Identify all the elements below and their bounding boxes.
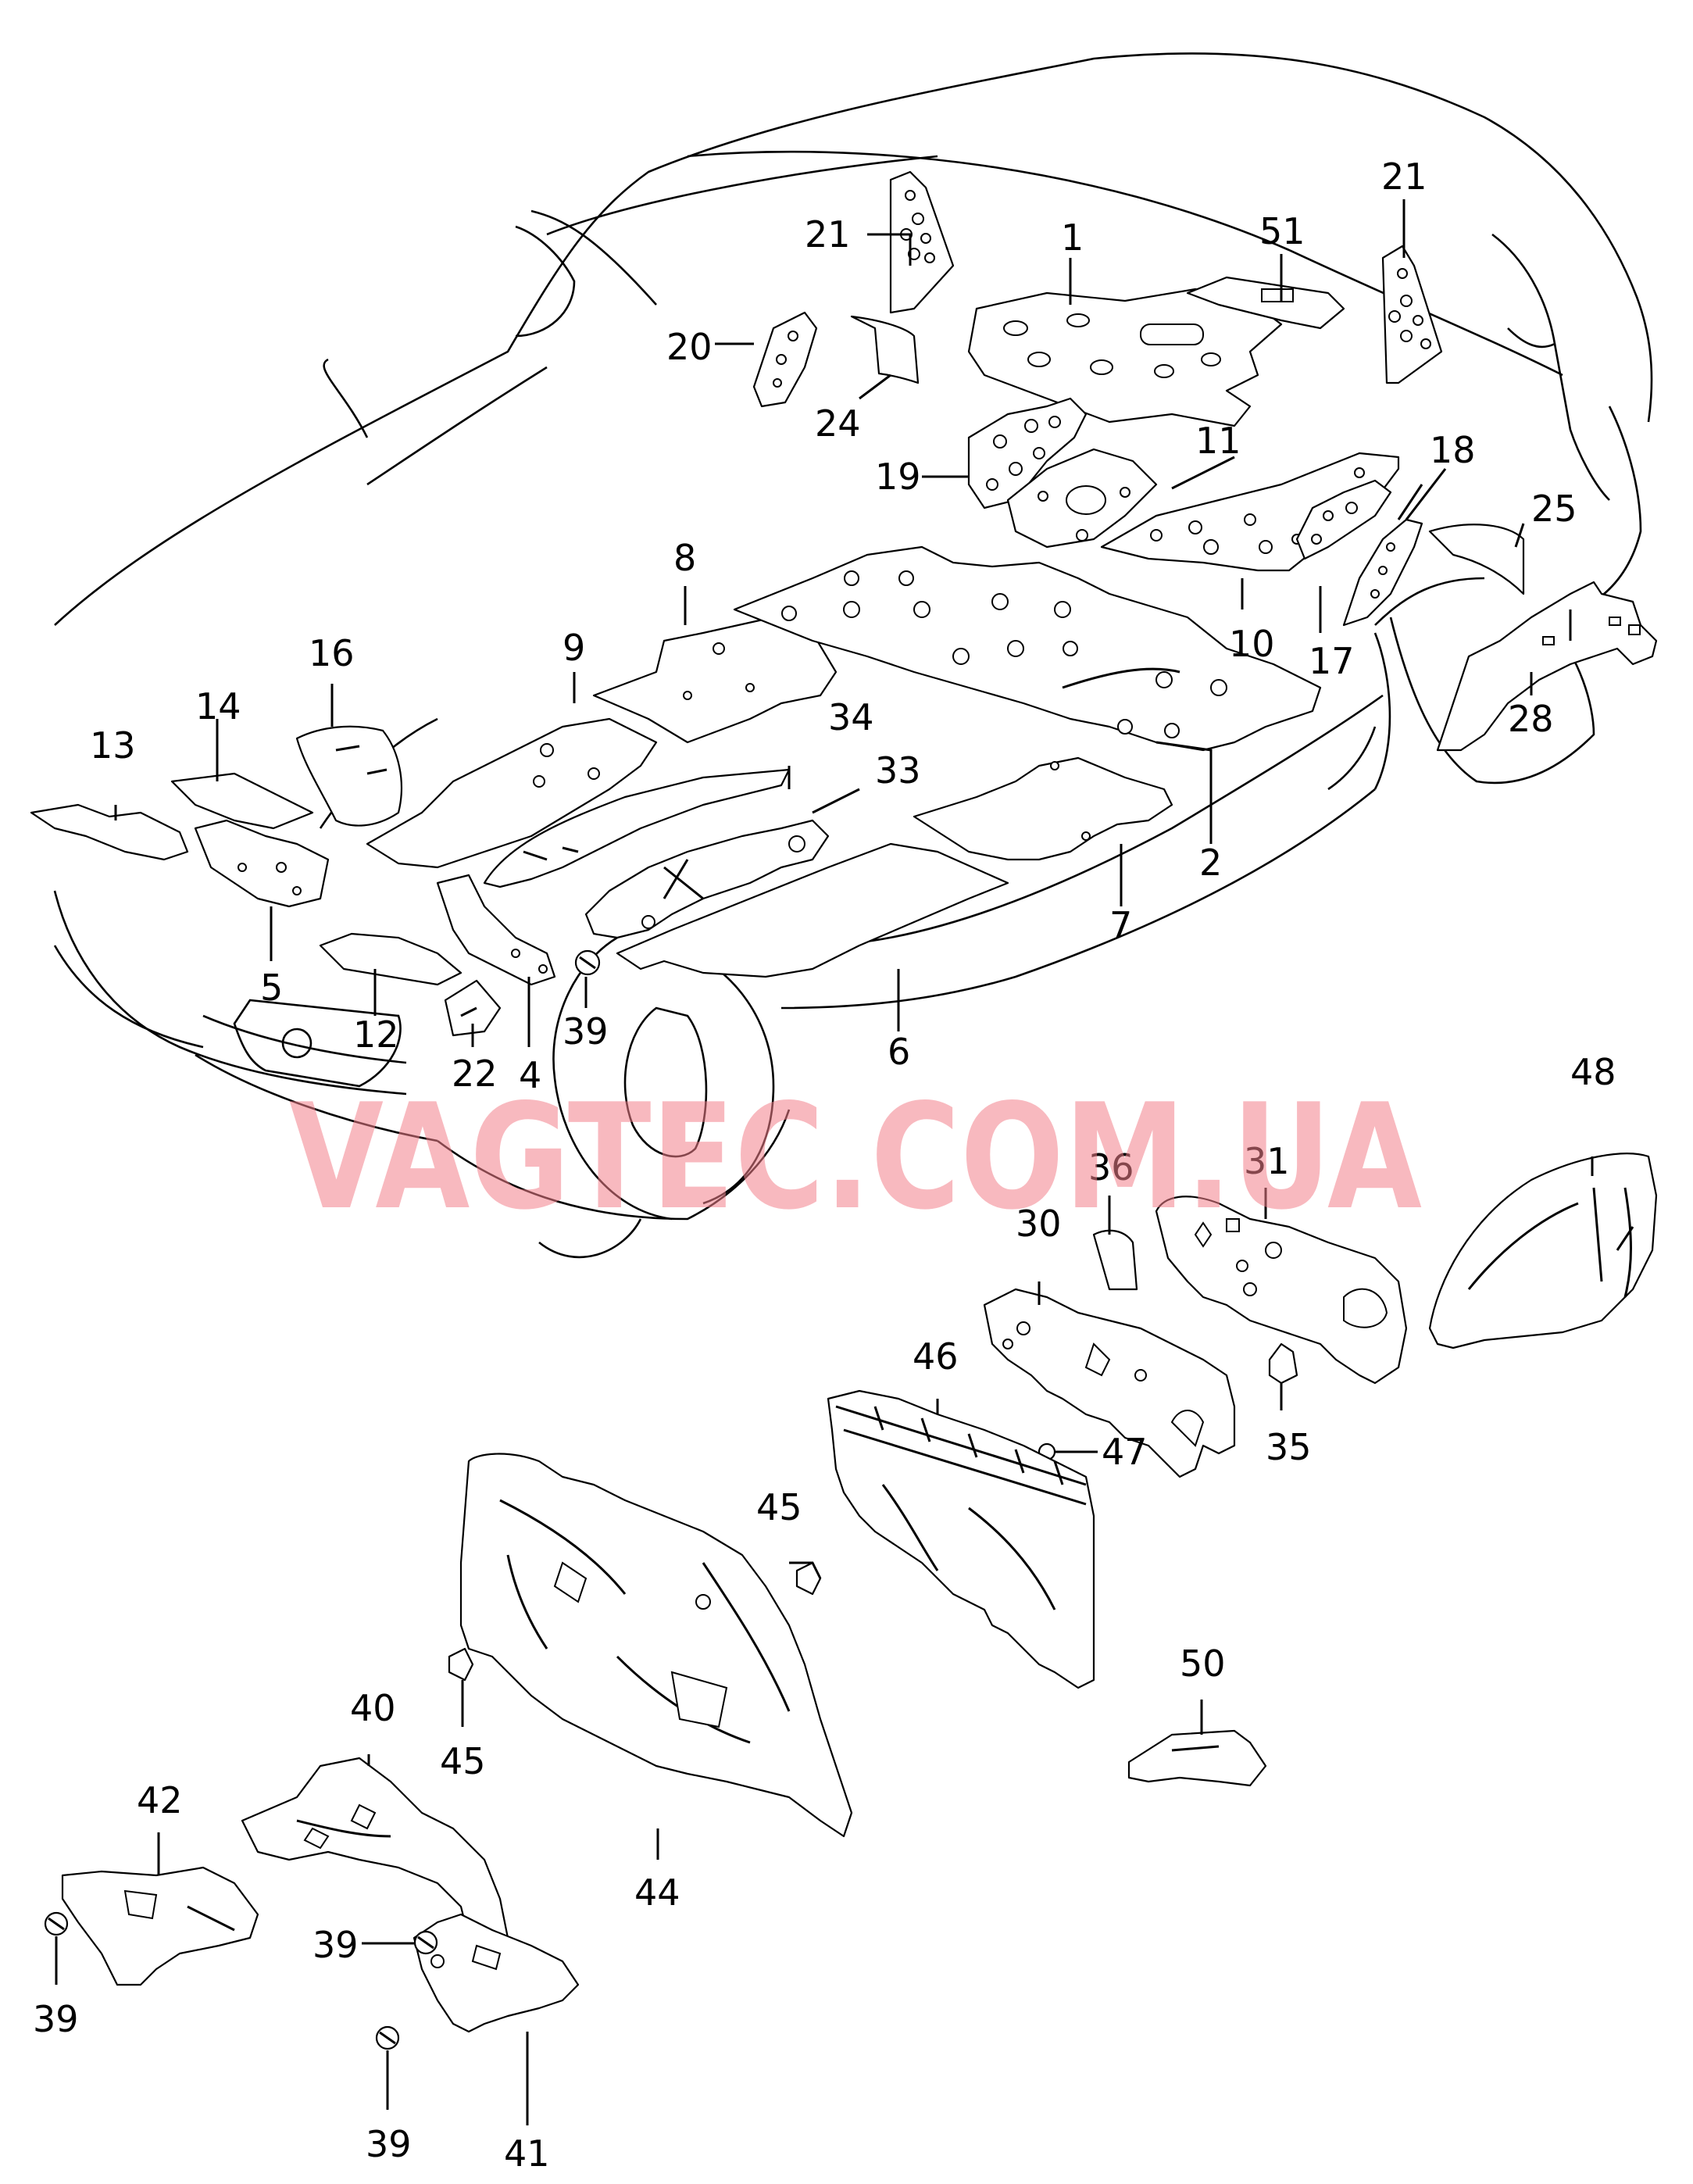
callout-16: 16	[309, 632, 355, 674]
part-51-bracket	[1186, 276, 1345, 330]
callout-39-bottom: 39	[366, 2123, 412, 2165]
callout-42: 42	[137, 1779, 183, 1821]
callout-51: 51	[1259, 210, 1305, 252]
callout-44: 44	[634, 1871, 680, 1914]
part-17-panel	[1295, 479, 1392, 560]
callout-8: 8	[673, 537, 696, 579]
part-5-panel	[194, 819, 330, 908]
part-9-panel	[366, 717, 658, 869]
car-body-outline	[53, 52, 1653, 1259]
part-36-panel	[1092, 1229, 1138, 1291]
part-13-panel	[30, 803, 189, 861]
callout-19: 19	[875, 456, 921, 498]
part-46-dash-panel	[827, 1389, 1095, 1689]
callout-36: 36	[1088, 1146, 1134, 1189]
part-41-panel	[413, 1913, 580, 2033]
part-20-panel	[752, 311, 818, 408]
part-22-panel	[444, 979, 502, 1037]
part-50-bracket	[1127, 1729, 1267, 1787]
callout-4: 4	[519, 1054, 541, 1096]
part-31-dash-panel-insulation	[1155, 1196, 1408, 1385]
part-1-rear-floor-insulation	[967, 288, 1283, 427]
callout-5: 5	[260, 967, 283, 1009]
part-8-panel	[592, 616, 838, 744]
part-39-clip	[574, 949, 601, 976]
part-14-panel	[170, 772, 314, 830]
part-19-panel	[967, 397, 1088, 509]
callout-40: 40	[350, 1687, 396, 1729]
callout-47: 47	[1102, 1431, 1148, 1473]
callout-20: 20	[666, 326, 713, 368]
callout-31: 31	[1244, 1140, 1290, 1182]
callout-13: 13	[90, 724, 136, 767]
callout-17: 17	[1309, 640, 1355, 682]
callout-39-left: 39	[33, 1998, 79, 2040]
part-16-panel	[295, 725, 403, 827]
callout-21-left: 21	[805, 213, 851, 256]
part-18-panel	[1342, 518, 1423, 627]
callout-39-upper: 39	[563, 1010, 609, 1053]
part-39-clips-lower	[44, 1911, 438, 2050]
callout-10: 10	[1229, 623, 1275, 665]
part-21-left-side-panel	[889, 170, 955, 314]
callout-labels: 1 51 21 21 20 24 19 11 18 25 10 17 28 8 …	[33, 155, 1616, 2175]
part-33-center-tunnel	[584, 819, 830, 939]
callout-22: 22	[452, 1053, 498, 1095]
callout-45-right: 45	[756, 1486, 802, 1528]
callout-14: 14	[195, 685, 241, 727]
callout-21-right: 21	[1381, 155, 1427, 198]
part-44-dash-panel-insulation	[459, 1453, 853, 1838]
part-21-right-side-panel	[1381, 245, 1443, 384]
callout-25: 25	[1531, 488, 1577, 530]
callout-24: 24	[815, 402, 861, 445]
callout-35: 35	[1266, 1426, 1312, 1468]
callout-33: 33	[875, 749, 921, 792]
part-25-panel	[1428, 524, 1525, 595]
callout-12: 12	[353, 1013, 399, 1056]
callout-2: 2	[1199, 842, 1222, 884]
callout-50: 50	[1180, 1642, 1226, 1685]
part-6-panel	[616, 842, 1009, 978]
callout-48: 48	[1570, 1051, 1616, 1093]
part-45-clip-right	[795, 1561, 822, 1596]
callout-6: 6	[888, 1031, 910, 1073]
callout-18: 18	[1430, 429, 1476, 471]
part-11-panel	[1006, 448, 1158, 549]
part-48-wheelhouse-liner	[1428, 1153, 1658, 1349]
part-4-panel	[436, 874, 556, 986]
part-30-dash-panel-insulation	[983, 1288, 1236, 1478]
part-45-clip-left	[448, 1647, 474, 1682]
callout-30: 30	[1016, 1203, 1062, 1245]
part-7-panel	[913, 756, 1173, 861]
callout-7: 7	[1109, 904, 1132, 946]
callout-41: 41	[504, 2132, 550, 2175]
leader-lines	[55, 199, 1594, 2125]
part-34-panel	[483, 768, 791, 888]
callout-34: 34	[828, 696, 874, 738]
part-35-panel	[1268, 1342, 1298, 1385]
part-2-floor-insulation	[733, 545, 1322, 752]
callout-28: 28	[1508, 698, 1554, 740]
part-12-panel	[319, 932, 463, 986]
callout-46: 46	[913, 1335, 959, 1378]
callout-9: 9	[563, 627, 585, 669]
part-24-panel	[850, 315, 920, 384]
callout-39-mid: 39	[313, 1924, 359, 1966]
callout-45-left: 45	[440, 1740, 486, 1782]
callout-11: 11	[1195, 420, 1241, 462]
part-28-wheelhouse-liner	[1436, 581, 1658, 752]
part-42-panel	[61, 1866, 259, 1986]
watermark-text: VAGTEC.COM.UA	[289, 1072, 1422, 1242]
callout-1: 1	[1061, 216, 1084, 259]
